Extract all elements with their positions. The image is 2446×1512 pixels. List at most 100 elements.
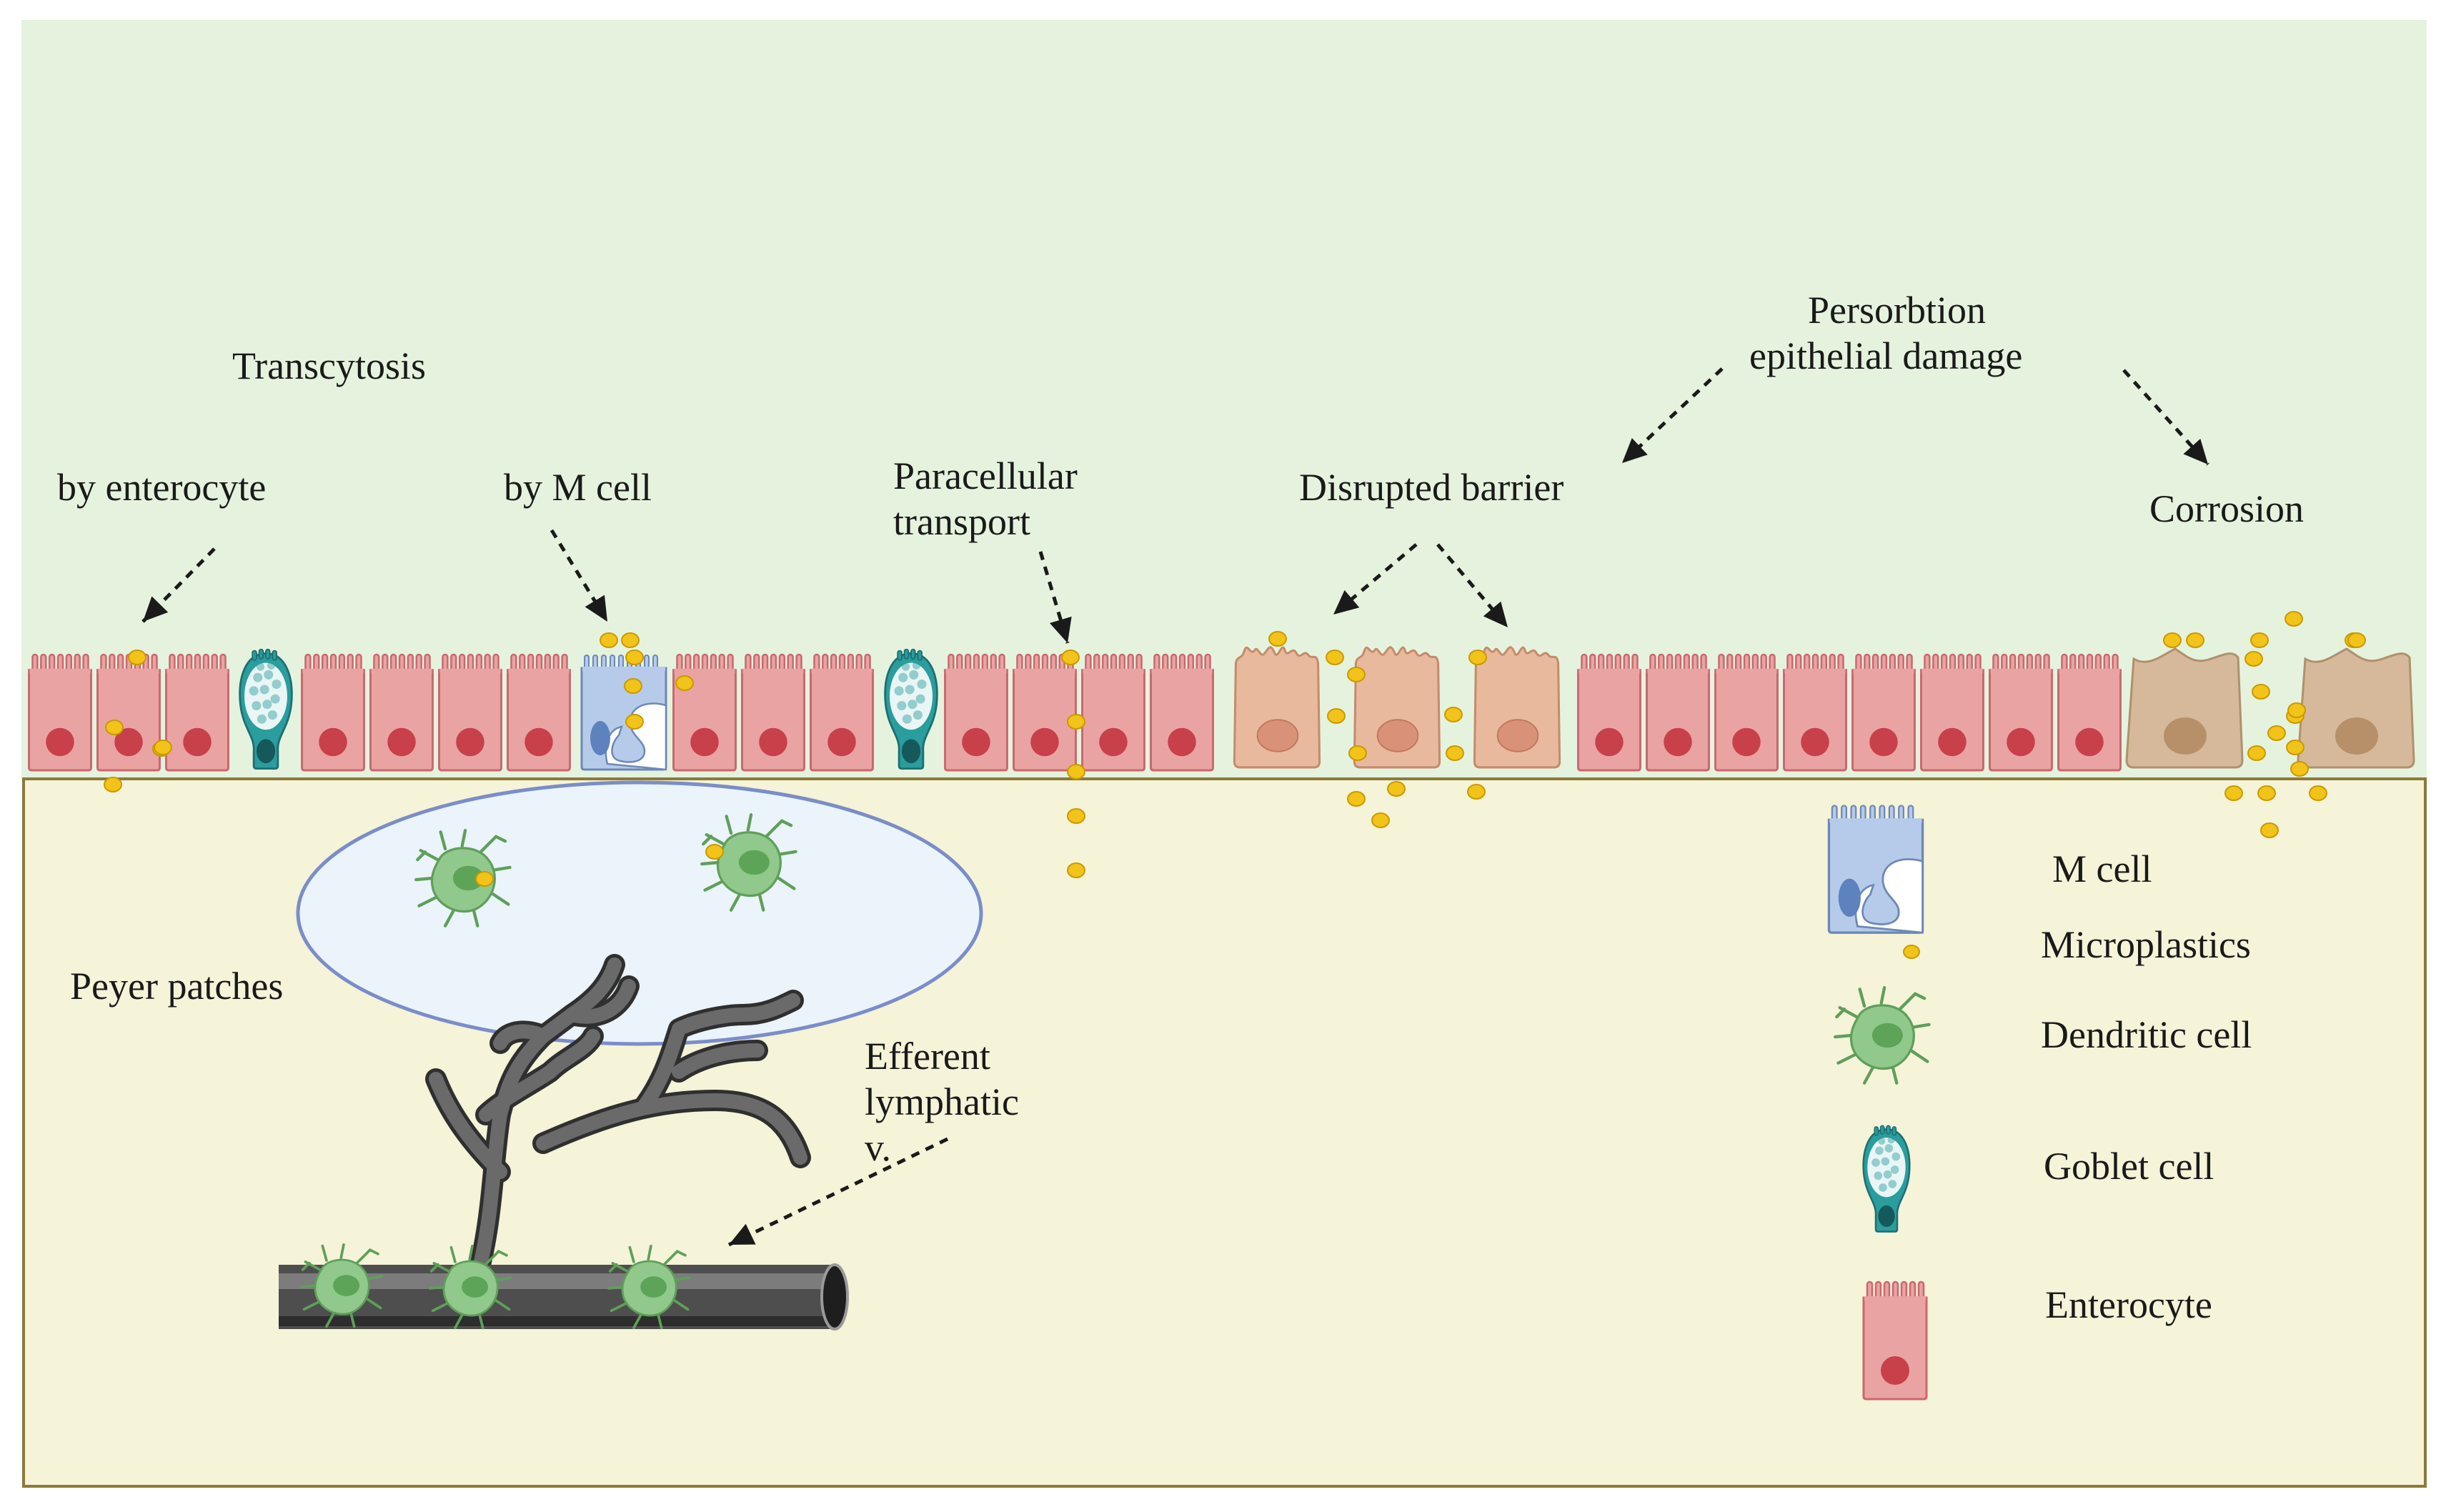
legend-label-microplastics: Microplastics [2041,923,2251,966]
enterocyte [301,653,365,772]
microplastic-particle [154,740,172,755]
label-efferent-line1: Efferent [865,1035,990,1078]
legend-label-m-cell: M cell [2052,847,2152,890]
peyer-patch [296,780,983,1046]
enterocyte [1646,653,1710,772]
arrowhead [1333,590,1360,615]
label-by-enterocyte: by enterocyte [57,466,266,509]
microplastic-particle [2250,632,2269,648]
microplastic-particle [1268,631,1287,647]
enterocyte [1714,653,1779,772]
label-transcytosis: Transcytosis [232,344,426,387]
enterocyte [1013,653,1077,772]
microplastic-particle [2290,761,2309,777]
microplastic-particle [1067,714,1085,730]
label-paracellular-line1: Paracellular [893,454,1078,497]
microplastic-particle [104,777,122,792]
microplastic-particle [1387,781,1406,797]
microplastic-particle [1327,708,1346,724]
enterocyte [1081,653,1145,772]
microplastic-particle [105,720,124,735]
label-by-m-cell: by M cell [504,466,652,509]
label-disrupted-barrier: Disrupted barrier [1299,466,1563,509]
microplastic-particle [1347,791,1366,807]
enterocyte [2057,653,2122,772]
enterocyte [1920,653,1984,772]
microplastic-particle [2186,632,2204,648]
enterocyte [1150,653,1214,772]
enterocyte [96,653,161,772]
microplastic-particle [2267,725,2286,741]
m-cell-icon [1827,804,1924,934]
dashed-arrow [2122,369,2209,466]
microplastic-particle [2286,740,2305,755]
label-persorbtion-line1: Persorbtion [1808,289,1986,332]
arrowhead [1049,616,1072,643]
damaged-cell [1473,646,1561,769]
microplastic-particle [625,714,644,730]
label-efferent-line2: lymphatic [865,1080,1019,1123]
damaged-cell [1233,646,1321,769]
microplastic-particle [1371,812,1390,828]
enterocyte [369,653,434,772]
legend-label-goblet-cell: Goblet cell [2044,1145,2214,1188]
legend-label-enterocyte: Enterocyte [2045,1283,2212,1326]
microplastic-particle [2309,785,2327,801]
damaged-cell [1353,646,1441,769]
microplastic-particle [1067,808,1085,824]
enterocyte [810,653,874,772]
corroded-cell [2297,647,2415,769]
microplastic-particle [600,632,618,648]
microplastic-particle [128,650,146,665]
label-persorbtion-line2: epithelial damage [1749,334,2022,377]
enterocyte [438,653,502,772]
microplastic-particle [625,650,644,665]
microplastic-particle [621,632,640,648]
microplastic-particle [1446,745,1464,761]
legend-label-dendritic-cell: Dendritic cell [2041,1013,2252,1056]
enterocyte-icon [1862,1280,1928,1401]
corroded-cell [2125,647,2244,769]
microplastic-particles [104,611,2366,887]
dashed-arrow [1436,543,1509,629]
microplastic-particle [2347,632,2366,648]
microplastic-particle [1444,707,1463,722]
microplastic-particle [1467,784,1486,800]
enterocyte [1783,653,1847,772]
arrowhead [2183,438,2208,464]
enterocyte [1851,653,1916,772]
microplastic-particle [675,675,694,691]
m-cell [580,654,667,771]
microplastic-particle [1347,667,1366,682]
dashed-arrow [550,529,610,623]
microplastic-particle [2252,684,2270,700]
enterocyte [741,653,805,772]
arrowhead [585,595,607,622]
microplastic-particle [705,844,724,860]
microplastic-particle [1067,764,1085,780]
microplastic-particle [1067,862,1085,878]
enterocyte [1989,653,2053,772]
microplastic-particle [2163,632,2182,648]
lumen-background [21,20,2427,780]
label-paracellular-line2: transport [893,500,1030,543]
lymphatic-branches [425,954,811,1281]
microplastic-particle [2244,651,2263,667]
microplastic-particle [1468,650,1487,665]
label-corrosion: Corrosion [2149,487,2304,530]
microplastic-particle [2285,611,2303,627]
arrowhead [1622,438,1648,463]
microplastic-particle [1348,745,1367,761]
microplastic-particle [2224,785,2243,801]
enterocyte [1577,653,1641,772]
label-efferent-line3: v. [865,1126,891,1169]
enterocyte [672,653,737,772]
arrowheads [143,438,2208,1245]
microplastic-particle [2257,785,2276,801]
microplastic-icon [1903,945,1920,959]
dashed-arrow [1332,543,1418,616]
microplastic-particle [1061,650,1080,665]
microplastic-particle [1326,650,1344,665]
efferent-lymphatic-vessel [279,1263,849,1331]
